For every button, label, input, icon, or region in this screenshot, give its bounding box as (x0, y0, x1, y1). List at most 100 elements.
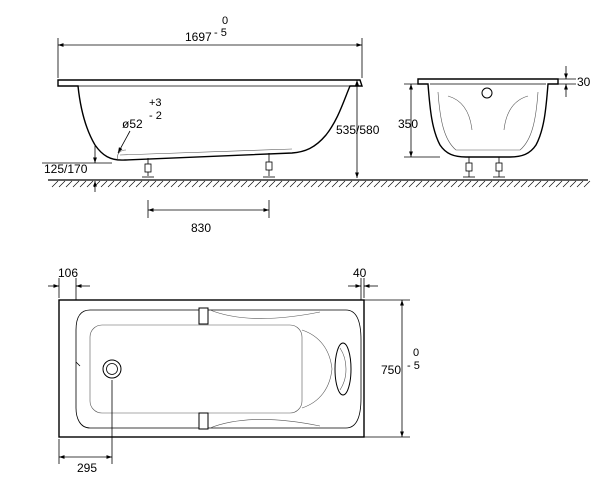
hatch-line (366, 180, 374, 188)
hatch-line (65, 180, 73, 188)
side-view: 1697 0 - 5 +3 - 2 ø52 535/580 125/170 (42, 15, 591, 235)
dim-rim-height: 125/170 (42, 146, 112, 192)
width-value: 750 (381, 363, 401, 377)
dim-leg-spacing: 830 (147, 200, 270, 235)
hatch-line (268, 180, 276, 188)
hatch-line (520, 180, 528, 188)
handle-bottom-icon (198, 412, 209, 430)
hatch-line (352, 180, 360, 188)
hatch-line (436, 180, 444, 188)
top-basin-outline (75, 309, 362, 429)
length-tol-upper: 0 (222, 15, 228, 27)
hatch-line (135, 180, 143, 188)
hatch-line (289, 180, 297, 188)
hatch-line (198, 180, 206, 188)
hatch-line (338, 180, 346, 188)
leg-spacing-value: 830 (191, 221, 211, 235)
end-tub-inner-curve-left (447, 95, 473, 131)
drain-icon (102, 359, 122, 379)
dim-length-1697: 1697 0 - 5 (57, 15, 363, 78)
hatch-line (569, 180, 577, 188)
hatch-line (408, 180, 416, 188)
hatch-line (373, 180, 381, 188)
hatch-line (170, 180, 178, 188)
hatch-line (506, 180, 514, 188)
top-basin-end-curve (301, 329, 333, 409)
hatch-line (191, 180, 199, 188)
hatch-line (527, 180, 535, 188)
drain-inner-ring (106, 363, 118, 375)
hatch-line (282, 180, 290, 188)
hatch-line (156, 180, 164, 188)
end-tub-inner (437, 91, 539, 151)
right-offset-value: 40 (353, 266, 367, 280)
hatch-line (107, 180, 115, 188)
hatch-line (394, 180, 402, 188)
drain-tol-upper: +3 (149, 97, 162, 109)
hatch-line (79, 180, 87, 188)
hatch-line (492, 180, 500, 188)
dim-depth: 350 (398, 83, 440, 158)
hatch-line (380, 180, 388, 188)
top-outer-rim (58, 299, 365, 438)
hatch-line (457, 180, 465, 188)
hatch-line (499, 180, 507, 188)
hatch-line (513, 180, 521, 188)
hatch-line (324, 180, 332, 188)
hatch-line (548, 180, 556, 188)
hatch-line (275, 180, 283, 188)
floor-hatching (51, 180, 591, 188)
depth-value: 350 (398, 117, 418, 131)
dim-overall-height: 535/580 (336, 80, 380, 178)
headrest-inner (339, 347, 347, 391)
overflow-icon (481, 87, 493, 99)
hatch-line (86, 180, 94, 188)
side-legs (142, 153, 275, 178)
hatch-line (534, 180, 542, 188)
hatch-line (303, 180, 311, 188)
hatch-line (240, 180, 248, 188)
hatch-line (72, 180, 80, 188)
hatch-line (205, 180, 213, 188)
dim-rim-thickness: 30 (558, 66, 591, 97)
hatch-line (114, 180, 122, 188)
hatch-line (226, 180, 234, 188)
rim-height-value: 125/170 (44, 162, 88, 176)
hatch-line (310, 180, 318, 188)
dim-drain-diameter: +3 - 2 ø52 (117, 97, 162, 154)
end-legs (463, 157, 505, 178)
hatch-line (464, 180, 472, 188)
hatch-line (345, 180, 353, 188)
hatch-line (219, 180, 227, 188)
hatch-line (555, 180, 563, 188)
drain-diameter: ø52 (122, 117, 143, 131)
overflow-mark (75, 361, 81, 367)
width-tol-lower: - 5 (407, 360, 420, 372)
hatch-line (471, 180, 479, 188)
hatch-line (359, 180, 367, 188)
hatch-line (100, 180, 108, 188)
hatch-line (254, 180, 262, 188)
hatch-line (142, 180, 150, 188)
dim-width: 750 0 - 5 (364, 299, 420, 438)
side-tub-outline (57, 79, 363, 161)
hatch-line (331, 180, 339, 188)
hatch-line (149, 180, 157, 188)
hatch-line (184, 180, 192, 188)
hatch-line (478, 180, 486, 188)
hatch-line (51, 180, 59, 188)
dim-right-offset: 40 (348, 266, 378, 300)
hatch-line (443, 180, 451, 188)
hatch-line (541, 180, 549, 188)
hatch-line (261, 180, 269, 188)
dim-drain-offset: 295 (58, 380, 113, 475)
width-tol-upper: 0 (413, 347, 419, 359)
hatch-line (422, 180, 430, 188)
top-basin-curve-top (209, 309, 321, 319)
end-tub-outline (417, 78, 559, 158)
hatch-line (583, 180, 591, 188)
drain-tol-lower: - 2 (149, 110, 162, 122)
hatch-line (247, 180, 255, 188)
hatch-line (317, 180, 325, 188)
